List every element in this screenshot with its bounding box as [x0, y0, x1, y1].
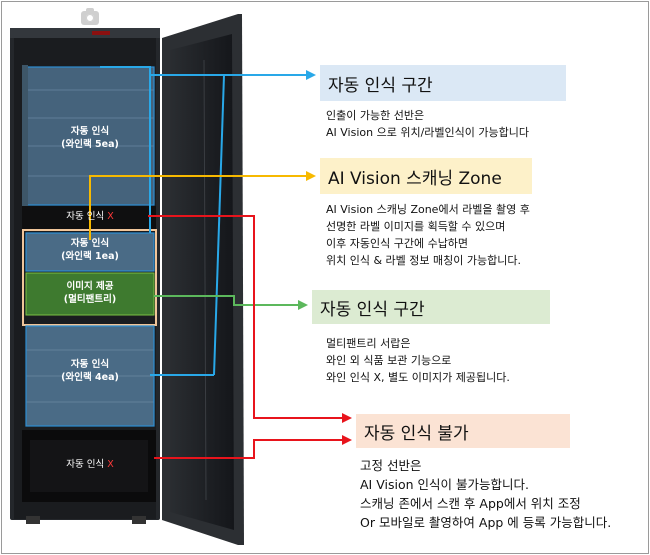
arrow-fixed-bottom: [154, 435, 352, 459]
multi-pantry-zone: [26, 273, 154, 315]
callout-auto-zone-title: 자동 인식 구간: [320, 65, 566, 101]
callout-multi-pantry-description: 멀티팬트리 서랍은 와인 외 식품 보관 기능으로 와인 인식 X, 별도 이미…: [326, 337, 510, 384]
label-fixed-bottom: 자동 인식 X: [66, 459, 114, 470]
arrow-scanning: [89, 171, 316, 240]
label-auto-bottom: 자동 인식 (와인랙 4ea): [61, 359, 119, 383]
callout-scanning-title: AI Vision 스캐닝 Zone: [320, 158, 532, 194]
camera-icon: [81, 8, 99, 25]
label-multi-pantry: 이미지 제공 (멀티팬트리): [63, 281, 117, 305]
arrow-auto-top: [100, 66, 316, 80]
label-auto-mid: 자동 인식 (와인랙 1ea): [61, 238, 119, 262]
callout-fixed-title: 자동 인식 불가: [356, 414, 570, 448]
callout-multi-pantry-title: 자동 인식 구간: [312, 290, 550, 324]
callout-scanning-description: AI Vision 스캐닝 Zone에서 라벨을 촬영 후 선명한 라벨 이미지…: [326, 203, 530, 267]
callout-fixed-description: 고정 선반은 AI Vision 인식이 불가능합니다. 스캐닝 존에서 스캔 …: [360, 458, 612, 530]
callout-auto-zone-description: 인출이 가능한 선반은 AI Vision 으로 위치/라벨인식이 가능합니다: [326, 109, 529, 139]
arrow-multi-pantry: [154, 295, 308, 310]
arrow-fixed-top: [148, 215, 352, 423]
label-auto-top: 자동 인식 (와인랙 5ea): [61, 126, 119, 150]
label-fixed-top: 자동 인식 X: [66, 211, 114, 222]
